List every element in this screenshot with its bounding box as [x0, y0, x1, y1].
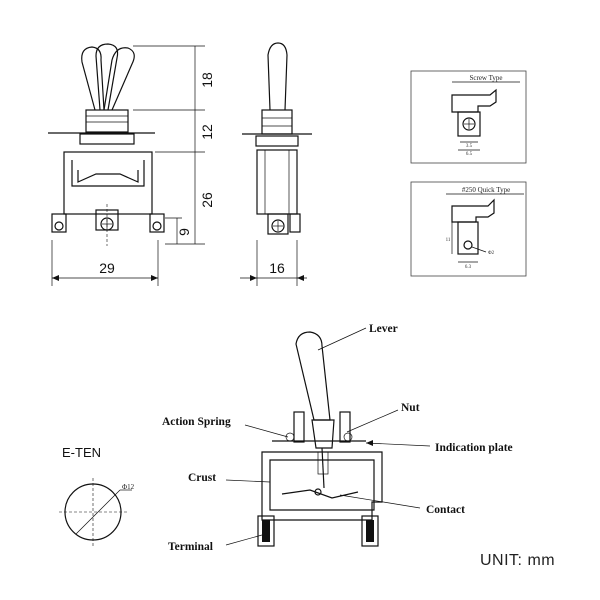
- lever-left-position: [81, 46, 105, 111]
- section-contact: [281, 489, 359, 499]
- dim-lever-height: 18: [199, 72, 215, 88]
- lever-center-position: [95, 43, 119, 111]
- dim-body-height: 26: [199, 192, 215, 208]
- bushing: [85, 109, 129, 133]
- side-view: 16: [240, 42, 312, 286]
- side-lever: [267, 42, 288, 111]
- screw-dim-inner: 3.5: [466, 144, 473, 149]
- dim-body-width: 29: [99, 260, 115, 276]
- dim-bushing-height: 12: [199, 124, 215, 140]
- cross-section: [225, 327, 431, 547]
- section-lever: [295, 331, 331, 421]
- mounting-label: E-TEN: [62, 445, 101, 460]
- quick-type-title: #250 Quick Type: [462, 186, 510, 194]
- callout-indication-plate: Indication plate: [435, 442, 513, 454]
- quick-dim-width: 6.3: [465, 265, 472, 270]
- nut: [79, 133, 135, 145]
- dim-terminal-height: 9: [176, 228, 192, 236]
- dim-body-depth: 16: [269, 260, 285, 276]
- lever-right-position: [103, 47, 135, 111]
- unit-label: UNIT: mm: [480, 552, 555, 569]
- screw-type-title: Screw Type: [469, 74, 502, 82]
- front-terminals: [51, 204, 165, 246]
- callout-crust: Crust: [188, 472, 216, 484]
- callout-contact: Contact: [426, 504, 465, 516]
- mounting-hole-detail: E-TEN Φ12: [59, 445, 135, 546]
- front-body: [63, 151, 153, 215]
- mounting-hole-circle: [64, 483, 122, 541]
- callout-nut: Nut: [401, 402, 420, 414]
- section-terminal-left: [257, 515, 275, 547]
- screw-dim-outer: 6.5: [466, 152, 473, 157]
- side-body: [256, 149, 298, 215]
- quick-dim-height: 11: [446, 238, 451, 243]
- side-bushing: [261, 109, 293, 135]
- front-view: 18 12 26 9 29: [48, 43, 215, 286]
- mounting-diameter: Φ12: [122, 483, 135, 491]
- quick-dim-hole: Φ2: [488, 251, 495, 256]
- section-terminal-right: [361, 515, 379, 547]
- callout-lever: Lever: [369, 323, 398, 335]
- callout-terminal: Terminal: [168, 541, 213, 553]
- callout-action-spring: Action Spring: [162, 416, 231, 428]
- screw-type-detail: Screw Type 3.5 6.5: [410, 70, 527, 164]
- quick-type-detail: #250 Quick Type 11 Φ2 6.3: [410, 181, 527, 277]
